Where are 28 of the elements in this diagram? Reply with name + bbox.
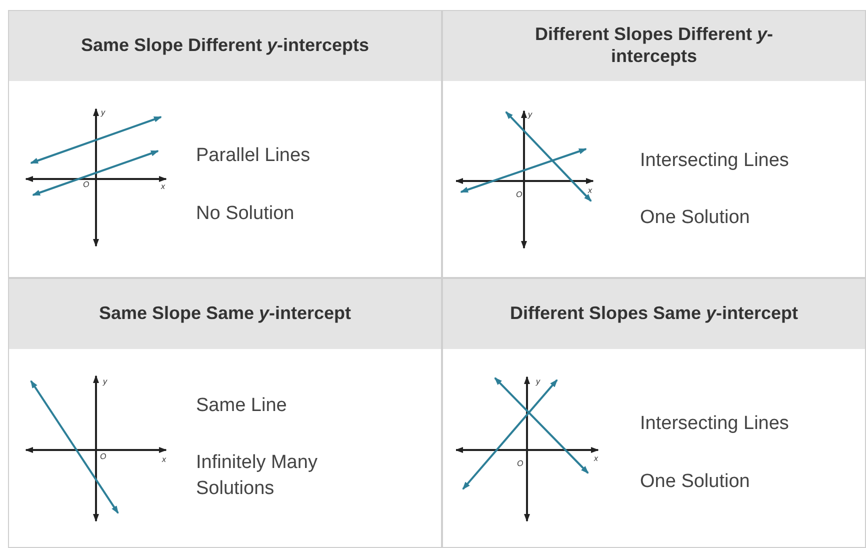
- column-heading: Same Slope Different y-intercepts: [80, 35, 370, 57]
- x-axis-label: x: [162, 456, 166, 464]
- column-heading: Same Slope Same y-intercept: [98, 303, 352, 325]
- relationship-text: Parallel Lines: [196, 144, 312, 168]
- solution-text: One Solution: [640, 470, 751, 494]
- solution-text: No Solution: [196, 202, 296, 226]
- y-axis-label: y: [101, 109, 105, 117]
- origin-label: O: [100, 453, 106, 461]
- origin-label: O: [516, 191, 522, 199]
- x-axis-label: x: [588, 187, 592, 195]
- origin-label: O: [517, 460, 524, 468]
- x-axis-label: x: [161, 183, 165, 191]
- table-cell-panel: [442, 278, 866, 548]
- relationship-text: Intersecting Lines: [640, 149, 790, 173]
- table-cell-panel: [442, 10, 866, 278]
- x-axis-label: x: [594, 455, 598, 463]
- relationship-text: Same Line: [196, 394, 288, 418]
- y-axis-label: y: [103, 378, 107, 386]
- y-axis-label: y: [528, 111, 532, 119]
- relationship-text: Intersecting Lines: [640, 412, 790, 436]
- column-heading: Different Slopes Same y-intercept: [508, 303, 800, 325]
- table-cell-panel: [8, 278, 442, 548]
- solution-text: Infinitely Many Solutions: [196, 451, 318, 501]
- column-heading: Different Slopes Different y-intercepts: [534, 24, 774, 68]
- table-cell-panel: [8, 10, 442, 278]
- y-axis-label: y: [536, 378, 540, 386]
- solution-text: One Solution: [640, 206, 751, 230]
- origin-label: O: [83, 181, 90, 189]
